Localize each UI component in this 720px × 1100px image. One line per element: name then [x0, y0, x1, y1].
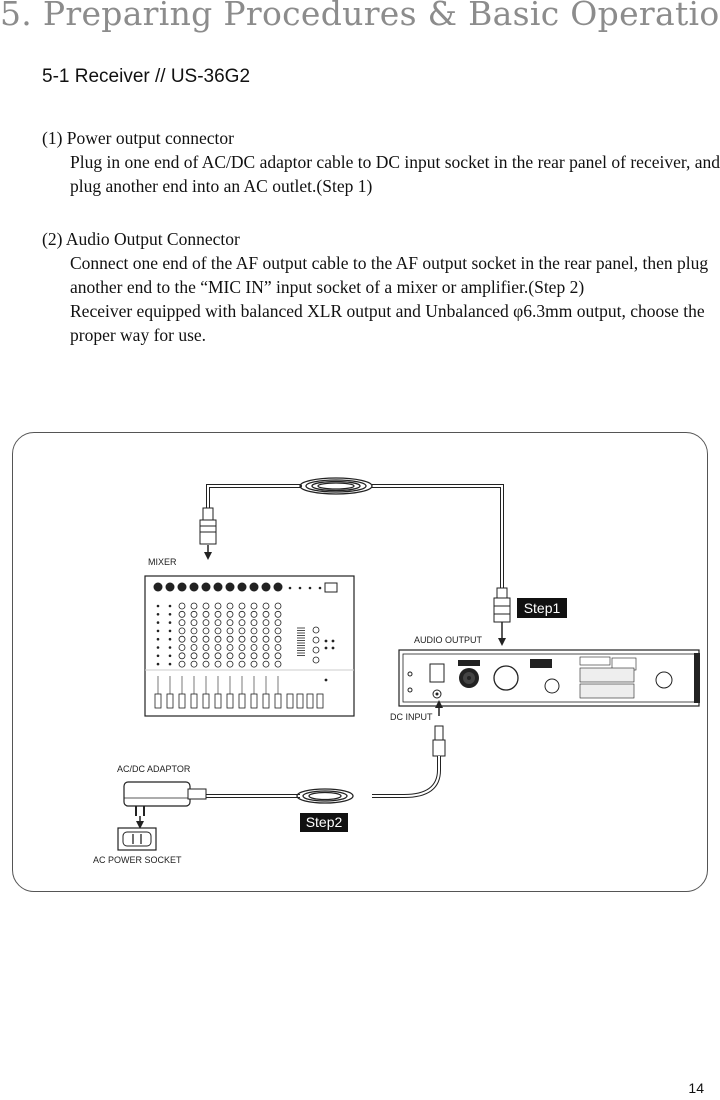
page-number: 14: [688, 1080, 704, 1096]
audio-output-label: AUDIO OUTPUT: [414, 635, 483, 645]
ac-power-socket: [117, 827, 157, 851]
xlr-plug-receiver: [493, 587, 511, 646]
socket-label: AC POWER SOCKET: [93, 855, 182, 865]
mixer-label: MIXER: [148, 557, 177, 567]
mixer-device: [144, 575, 355, 717]
section1-heading: (1) Power output connector: [42, 128, 234, 148]
section2-text1: Connect one end of the AF output cable t…: [70, 253, 709, 297]
section2-text2: Receiver equipped with balanced XLR outp…: [70, 301, 705, 345]
section-subtitle: 5-1 Receiver // US-36G2: [42, 66, 251, 87]
adaptor-label: AC/DC ADAPTOR: [117, 764, 191, 774]
ac-dc-adaptor: [123, 781, 207, 829]
step2-label: Step2: [306, 814, 343, 830]
dc-input-label: DC INPUT: [390, 712, 433, 722]
receiver-rear-panel: [398, 649, 700, 707]
connection-diagram: [12, 432, 708, 892]
audio-cable-coil: [299, 477, 373, 495]
page-title: 5. Preparing Procedures & Basic Operatio…: [0, 0, 720, 33]
dc-cable-coil: [296, 788, 354, 804]
section1-text: Plug in one end of AC/DC adaptor cable t…: [70, 152, 720, 196]
section2-heading: (2) Audio Output Connector: [42, 229, 240, 249]
step1-badge: [517, 598, 567, 618]
step2-badge: [300, 813, 348, 832]
step1-label: Step1: [524, 600, 561, 616]
xlr-plug-mixer: [199, 507, 217, 560]
